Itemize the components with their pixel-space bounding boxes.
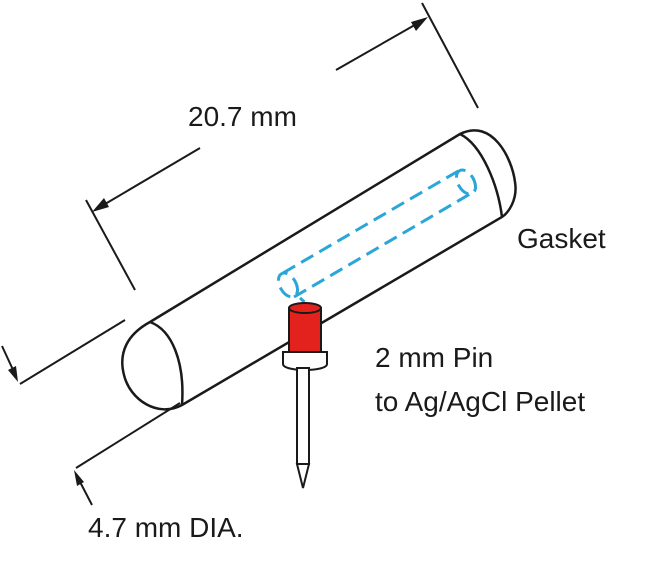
cylinder-body <box>121 129 517 411</box>
diameter-dimension <box>1 319 181 506</box>
diameter-extension-lower <box>75 402 181 469</box>
length-arrow-right <box>411 17 428 31</box>
pin-tip <box>295 463 311 489</box>
pin-sleeve-top <box>288 302 322 314</box>
pellet-end-right <box>455 168 477 196</box>
pin-shaft <box>296 367 310 465</box>
diameter-arrow-lower <box>74 470 84 486</box>
pin-assembly <box>282 302 328 489</box>
diameter-label: 4.7 mm DIA. <box>88 512 244 543</box>
pellet-top-edge <box>282 168 461 275</box>
pellet-bottom-edge <box>293 192 471 299</box>
pin-label-line1: 2 mm Pin <box>375 342 493 373</box>
pin-red-sleeve <box>288 307 322 359</box>
diameter-extension-upper <box>19 319 126 385</box>
diameter-arrow-upper <box>8 366 18 382</box>
length-extension-left <box>85 199 136 291</box>
length-label: 20.7 mm <box>188 101 297 132</box>
gasket-label: Gasket <box>517 223 606 254</box>
length-dimension-line-right <box>335 21 421 71</box>
gasket-seam <box>459 132 504 218</box>
length-arrow-left <box>92 198 109 212</box>
diameter-dimension-line-upper <box>1 345 15 373</box>
cylinder-end-cap-seam <box>149 320 184 406</box>
length-extension-right <box>421 2 479 109</box>
length-dimension-line-left <box>99 147 201 208</box>
pellet-end-left <box>277 271 299 299</box>
pin-label-line2: to Ag/AgCl Pellet <box>375 386 585 417</box>
length-dimension <box>85 2 479 291</box>
